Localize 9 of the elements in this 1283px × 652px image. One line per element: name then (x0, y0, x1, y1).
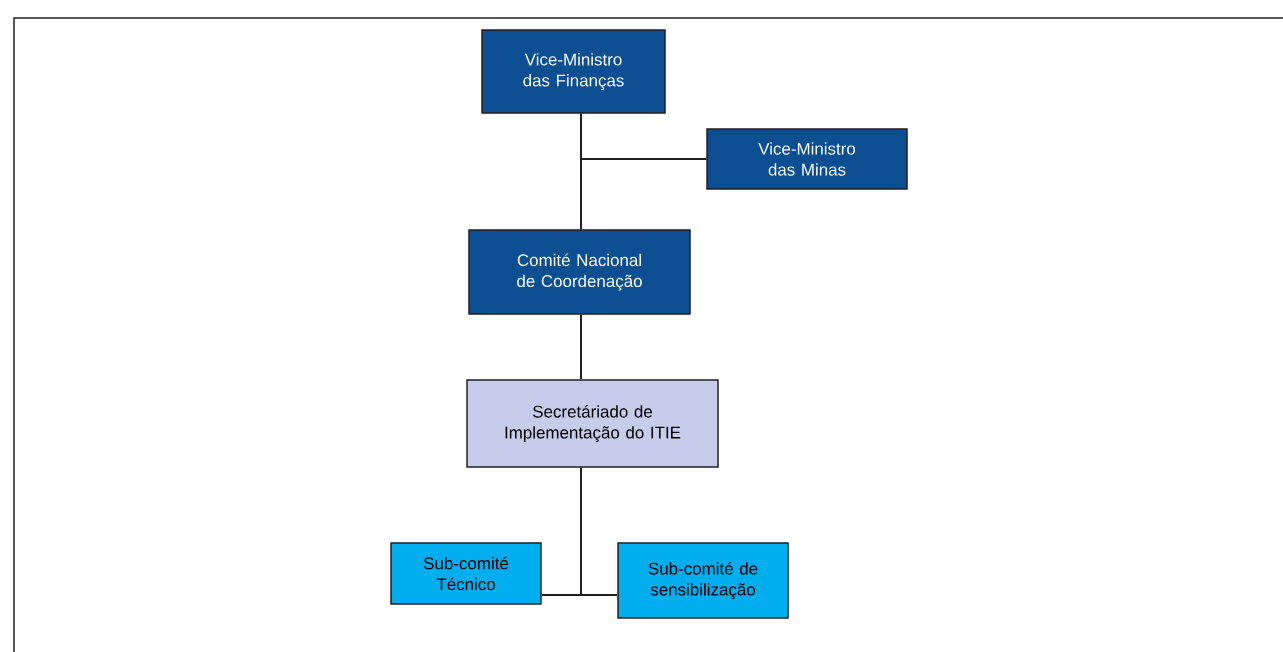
connector-line (580, 112, 582, 231)
connector-line (580, 313, 582, 381)
org-box: Comité Nacional de Coordenação (468, 229, 691, 315)
org-box: Sub-comité de sensibilização (617, 542, 789, 619)
org-box: Secretáriado de Implementação do ITIE (466, 379, 719, 468)
org-box: Vice-Ministro das Minas (706, 128, 908, 190)
org-box: Sub-comité Técnico (390, 542, 542, 605)
org-box: Vice-Ministro das Finanças (481, 29, 666, 114)
connector-line (580, 466, 619, 596)
